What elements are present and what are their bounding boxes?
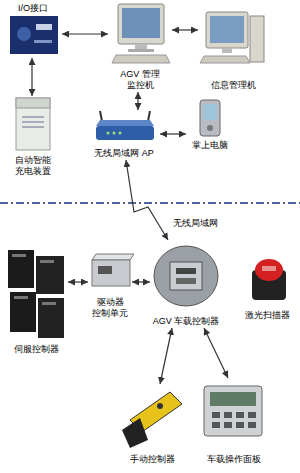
servo-detail [12, 254, 26, 257]
led [107, 132, 110, 135]
charger-top [16, 98, 50, 108]
servo-detail [42, 302, 56, 305]
servo-detail [40, 260, 54, 263]
device-label: 伺服控制器 [14, 344, 59, 355]
connector [204, 328, 228, 378]
device-label: 手动控制器 [130, 454, 175, 465]
vent [22, 126, 44, 128]
servo-box [38, 298, 64, 338]
stand [128, 49, 154, 52]
panel-key [236, 422, 244, 428]
monitor [206, 12, 248, 48]
connector [68, 281, 88, 282]
panel-key [248, 412, 256, 418]
device-node: 伺服控制器 [4, 246, 68, 356]
device-node: 无线局域网 AP [88, 110, 160, 160]
connector [172, 29, 198, 30]
controller-body [154, 246, 218, 306]
device-label: 驱动器 控制单元 [91, 297, 129, 319]
servo-detail [14, 296, 28, 299]
connector [132, 281, 150, 282]
connector [62, 33, 108, 34]
scanner-head [255, 259, 283, 281]
device-label: AGV 管理监控机 [119, 69, 161, 91]
vent [22, 116, 44, 118]
device-label: 无线局域网 AP [94, 148, 154, 159]
pda [200, 100, 220, 136]
panel-key [224, 412, 232, 418]
servo-box [36, 256, 64, 294]
edge-label: 无线局域网 [172, 218, 219, 229]
io-detail [17, 27, 31, 41]
panel-key [212, 412, 220, 418]
device-node: 车载操作面板 [198, 378, 270, 466]
device-label: I/O接口 [18, 3, 48, 14]
io-detail [36, 24, 52, 30]
device-node: 驱动器 控制单元 [88, 252, 132, 320]
device-label: 激光扫描器 [245, 310, 290, 321]
scanner-window [262, 266, 276, 271]
panel-screen [210, 392, 256, 406]
device-node: 手动控制器 [116, 384, 188, 466]
antenna [148, 111, 150, 121]
controller-detail [176, 268, 196, 274]
device-node: 自动智能 充电装置 [6, 96, 60, 178]
servo-box [10, 292, 36, 332]
panel-key [248, 422, 256, 428]
device-label: 车载操作面板 [207, 454, 261, 465]
controller-detail [176, 278, 196, 284]
stand [222, 48, 232, 53]
device-node: AGV 管理监控机 [108, 2, 172, 92]
device-node: 信息管理机 [198, 4, 268, 92]
connector [126, 160, 168, 240]
stand [135, 44, 147, 49]
device-label: AGV 车载控制器 [153, 316, 220, 327]
io-detail [34, 40, 52, 43]
hand-grip [122, 418, 148, 448]
panel-body [204, 386, 262, 436]
hand-button [157, 403, 163, 409]
led [113, 132, 116, 135]
drive-body [92, 260, 130, 286]
device-node: 激光扫描器 [238, 250, 296, 322]
device-node: 掌上电脑 [186, 96, 234, 152]
device-label: 掌上电脑 [192, 140, 228, 151]
connector [137, 92, 138, 110]
screen [210, 16, 244, 43]
pda-button [207, 125, 213, 131]
pda-screen [203, 104, 217, 120]
connector [160, 133, 186, 134]
servo-box [8, 250, 34, 288]
device-label: 信息管理机 [211, 80, 256, 91]
antenna [100, 111, 102, 121]
drive-detail [98, 266, 112, 274]
charger-cabinet [16, 98, 50, 150]
router-body [96, 126, 154, 140]
panel-key [236, 412, 244, 418]
controller-panel [170, 262, 202, 290]
vent [22, 121, 44, 123]
router-top [96, 120, 154, 126]
led [119, 132, 122, 135]
connector [160, 328, 172, 384]
keyboard [200, 56, 250, 63]
panel-key [224, 422, 232, 428]
device-node: AGV 车载控制器 [150, 240, 222, 328]
device-node: I/O接口 [4, 2, 62, 58]
panel-key [212, 422, 220, 428]
drive-top [92, 254, 134, 260]
keyboard [112, 55, 170, 63]
screen [122, 8, 160, 38]
divider-line [0, 202, 300, 204]
tower [250, 16, 264, 62]
monitor [118, 4, 164, 44]
device-label: 自动智能 充电装置 [14, 155, 52, 177]
connector [31, 58, 32, 96]
io-panel [10, 16, 58, 54]
